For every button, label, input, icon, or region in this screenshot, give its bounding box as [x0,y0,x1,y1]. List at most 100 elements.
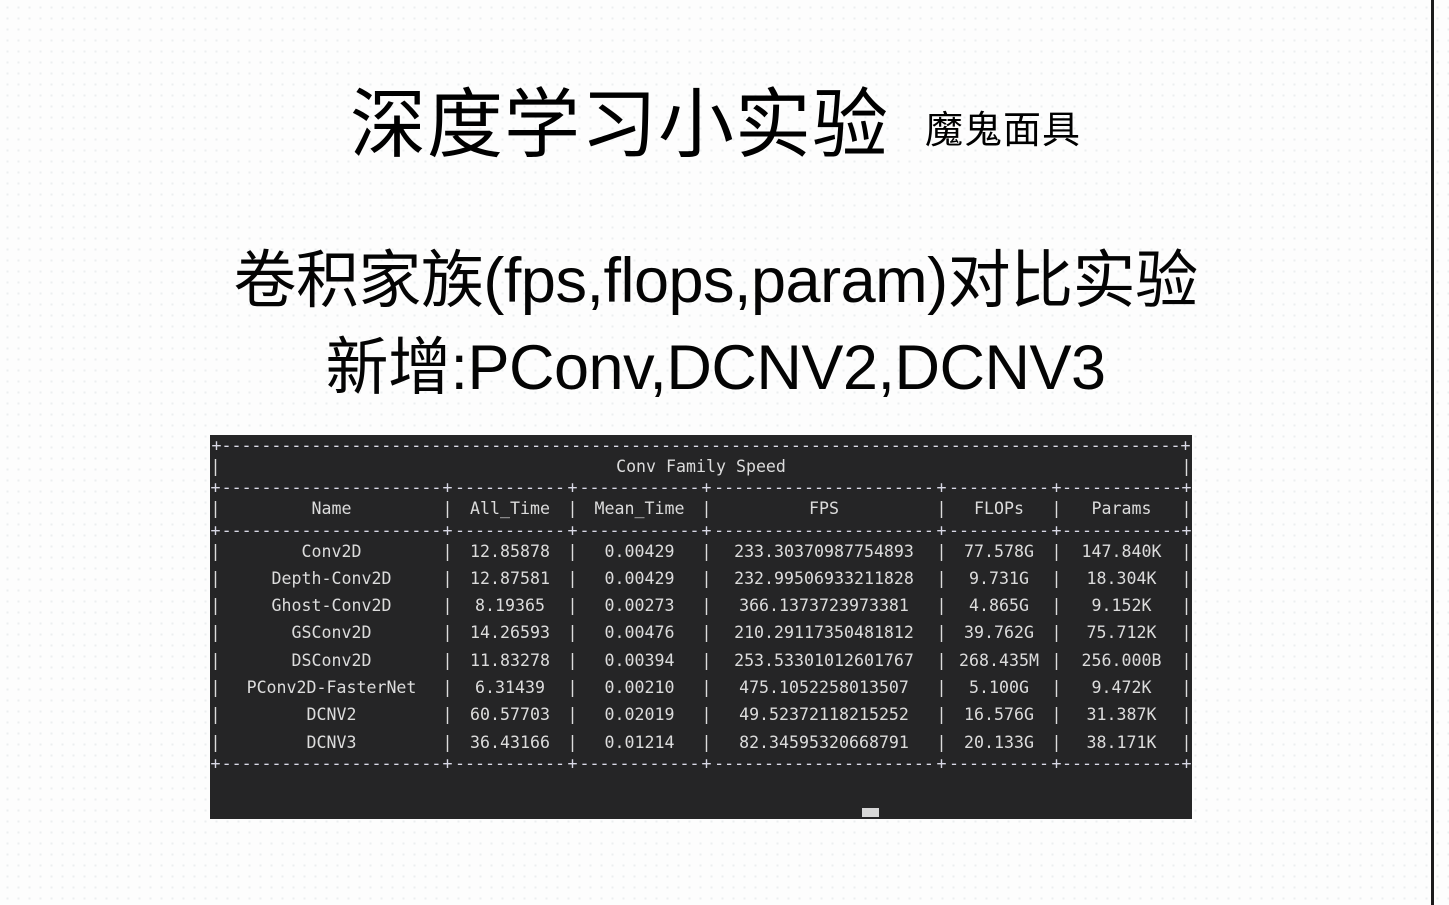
ascii-rule-joint-cell: + [442,480,453,495]
cell-mean_time: 0.00429 [604,541,675,561]
cell-params: 9.472K [1091,678,1152,698]
ascii-vertical-divider: | [936,541,947,561]
ascii-rule: ---------------------- [714,480,934,496]
ascii-rule-cell: ----------- [453,756,567,771]
cell-flops: 4.865G [969,596,1029,616]
ascii-rule: ----------- [455,480,565,496]
heading-row: 深度学习小实验 魔鬼面具 [0,88,1431,164]
ascii-rule-joint: + [442,755,453,771]
ascii-rule-joint-cell: + [936,756,947,771]
cell-params: 75.712K [1086,623,1157,643]
ascii-rule-cell: ---------- [947,756,1051,771]
ascii-vertical-divider: | [210,568,221,588]
ascii-vertical-divider: | [210,705,221,725]
ascii-rule-joint-cell: + [210,756,221,771]
terminal-block-cursor [862,808,879,817]
terminal-output-panel[interactable]: +---------------------------------------… [210,435,1192,819]
ascii-vertical-divider: | [567,499,578,519]
ascii-vertical-divider: | [567,596,578,616]
ascii-vertical-divider: | [567,541,578,561]
cell-mean_time: 0.00273 [604,596,675,616]
cell-name: Ghost-Conv2D [271,596,392,616]
cell-name: Conv2D [301,541,362,561]
ascii-vertical-divider: | [701,499,712,519]
ascii-vertical-divider: | [442,541,453,561]
cell-params: 18.304K [1086,568,1157,588]
ascii-rule: ------------ [1062,755,1181,771]
ascii-rule-joint: + [567,522,578,538]
ascii-vertical-divider: | [210,650,221,670]
cell-name: GSConv2D [291,623,372,643]
ascii-vertical-divider: | [936,650,947,670]
ascii-vertical-divider: | [1181,457,1192,476]
table-row: |Depth-Conv2D|12.87581|0.00429|232.99506… [210,565,1192,592]
ascii-rule-joint: + [210,480,221,496]
ascii-vertical-divider: | [936,623,947,643]
ascii-rule-joint-cell: + [210,523,221,538]
ascii-vertical-divider: | [210,457,221,476]
ascii-vertical-divider: | [567,623,578,643]
ascii-rule-cell: ------------ [578,523,701,538]
ascii-rule-joint-cell: + [1181,523,1192,538]
cell-params: 31.387K [1086,705,1157,725]
ascii-vertical-divider: | [701,596,712,616]
cell-flops: 5.100G [969,678,1029,698]
cell-all_time: 6.31439 [475,678,545,698]
cell-params: 147.840K [1081,541,1162,561]
table-row: |DCNV2|60.57703|0.02019|49.5237211821525… [210,701,1192,728]
ascii-vertical-divider: | [442,678,453,698]
ascii-rule-joint-cell: + [701,480,712,495]
ascii-vertical-divider: | [1181,568,1192,588]
ascii-vertical-divider: | [442,568,453,588]
ascii-vertical-divider: | [1181,623,1192,643]
cell-fps: 253.53301012601767 [734,650,914,670]
ascii-rule-joint-cell: + [210,480,221,495]
cell-flops: 9.731G [969,568,1029,588]
ascii-vertical-divider: | [1181,678,1192,698]
cell-flops: 268.435M [959,650,1039,670]
cell-flops: 39.762G [964,623,1034,643]
cell-all_time: 14.26593 [470,623,550,643]
ascii-vertical-divider: | [936,705,947,725]
ascii-rule-cell: ------------ [1062,756,1181,771]
column-header-all_time: All_Time [470,499,550,519]
ascii-rule-joint: + [210,755,221,771]
ascii-rule-joint: + [210,522,221,538]
cell-mean_time: 0.00429 [604,568,675,588]
ascii-vertical-divider: | [442,732,453,752]
ascii-rule-cell: ---------------------- [221,756,442,771]
ascii-vertical-divider: | [1181,541,1192,561]
ascii-rule-joint-cell: + [567,523,578,538]
ascii-vertical-divider: | [567,568,578,588]
ascii-vertical-divider: | [701,623,712,643]
cell-flops: 20.133G [964,732,1034,752]
ascii-rule-joint: + [442,480,453,496]
ascii-rule-joint-cell: + [701,756,712,771]
ascii-vertical-divider: | [442,623,453,643]
ascii-rule-cell: ---------------------- [712,756,936,771]
conv-family-speed-table: +---------------------------------------… [210,438,1192,771]
ascii-rule: ---------------------- [714,522,934,538]
ascii-vertical-divider: | [936,596,947,616]
cell-all_time: 12.85878 [470,541,550,561]
ascii-rule-joint-cell: + [1051,480,1062,495]
ascii-vertical-divider: | [210,623,221,643]
ascii-vertical-divider: | [210,678,221,698]
cell-all_time: 60.57703 [470,705,550,725]
ascii-rule-joint-cell: + [1181,480,1192,495]
ascii-rule-joint-cell: + [1181,756,1192,771]
ascii-rule-joint-cell: + [1051,756,1062,771]
ascii-rule-joint: + [936,480,947,496]
ascii-vertical-divider: | [1051,541,1062,561]
ascii-rule: ---------------------- [221,480,442,496]
cell-mean_time: 0.00394 [604,650,675,670]
ascii-rule-joint-cell: + [1051,523,1062,538]
ascii-rule-cell: ---------------------- [221,523,442,538]
ascii-vertical-divider: | [210,499,221,519]
ascii-rule-joint: + [1051,522,1062,538]
ascii-rule: ------------ [579,522,700,538]
ascii-vertical-divider: | [701,732,712,752]
ascii-vertical-divider: | [701,705,712,725]
ascii-vertical-divider: | [1181,650,1192,670]
cell-all_time: 11.83278 [470,650,550,670]
